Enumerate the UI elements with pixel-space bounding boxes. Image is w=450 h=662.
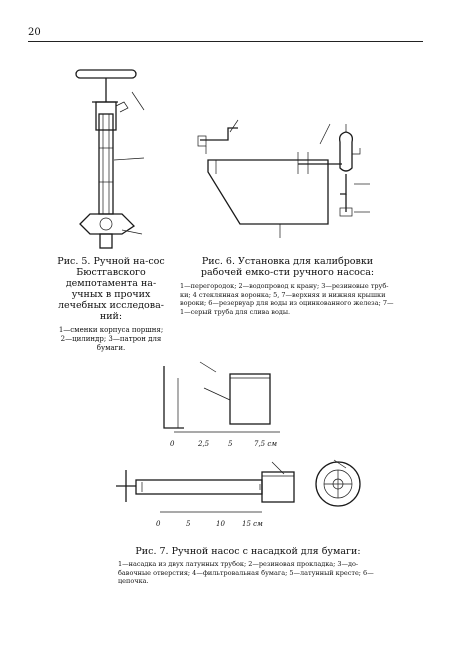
- fig7-attachment-illustration: 0 2,5 5 7,5 см: [160, 358, 300, 452]
- fig6-apparatus-illustration: [180, 112, 395, 250]
- fig5-pump-illustration: [62, 62, 162, 258]
- fig7-scale-bottom-tick-3: 15 см: [242, 520, 263, 528]
- fig7-scale-bottom-tick-2: 10: [216, 520, 225, 528]
- page-number: 20: [28, 27, 41, 38]
- fig7-scale-top-tick-2: 5: [228, 440, 233, 448]
- fig5-caption-title: Рис. 5. Ручной на-сос Бюстгавского демпо…: [57, 256, 165, 322]
- fig5-caption: Рис. 5. Ручной на-сос Бюстгавского демпо…: [56, 256, 166, 353]
- fig7-caption: Рис. 7. Ручной насос с насадкой для бума…: [118, 546, 378, 586]
- fig7-scale-top-tick-3: 7,5 см: [254, 440, 277, 448]
- fig5-caption-legend: 1—сменки корпуса поршня; 2—цилиндр; 3—па…: [58, 326, 164, 352]
- fig6-caption-legend: 1—перегородок; 2—водопровод к крану; 3—р…: [180, 282, 394, 316]
- fig6-caption-title: Рис. 6. Установка для калибровки рабочей…: [200, 256, 375, 278]
- fig7-caption-legend: 1—насадка из двух латунных трубок; 2—рез…: [118, 560, 374, 585]
- fig7-scale-bottom-tick-1: 5: [186, 520, 191, 528]
- fig7-scale-top-tick-1: 2,5: [197, 440, 210, 448]
- fig7-scale-bottom-tick-0: 0: [156, 520, 161, 528]
- page-header: 20: [28, 27, 423, 42]
- fig7-caption-title: Рис. 7. Ручной насос с насадкой для бума…: [135, 546, 361, 557]
- fig6-caption: Рис. 6. Установка для калибровки рабочей…: [180, 256, 395, 316]
- fig7-scale-top-tick-0: 0: [170, 440, 175, 448]
- fig7-pump-section-illustration: 0 5 10 15 см: [112, 454, 372, 540]
